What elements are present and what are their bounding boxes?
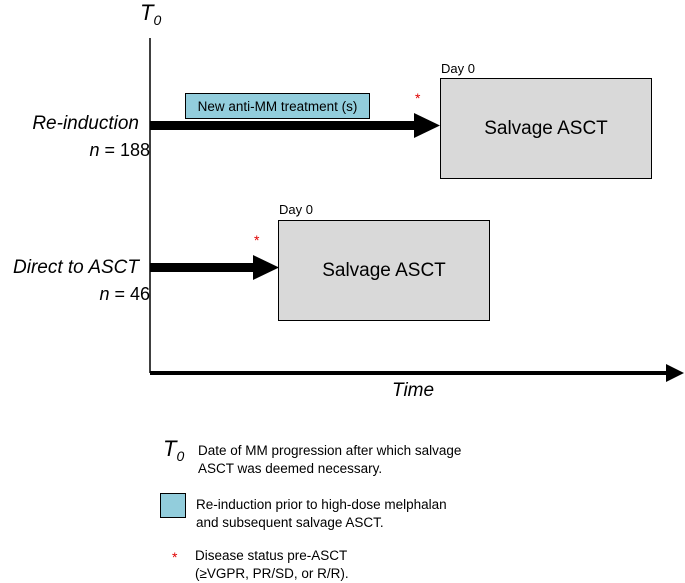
legend-star-line2: (≥VGPR, PR/SD, or R/R). (195, 566, 349, 581)
reinduction-arrow-shaft (150, 121, 416, 130)
legend-t0-subscript: 0 (176, 448, 185, 464)
reinduction-marker: * (415, 90, 421, 106)
t0-symbol: T (140, 0, 154, 25)
direct-n-value: = 46 (109, 284, 150, 304)
legend-swatch-line1: Re-induction prior to high-dose melphala… (196, 497, 447, 512)
legend-star-line1: Disease status pre-ASCT (195, 548, 348, 563)
reinduction-arrowhead (414, 113, 440, 138)
direct-n: n = 46 (99, 284, 150, 305)
x-axis-time-label: Time (392, 380, 435, 401)
y-axis-t0-label: T0 (140, 0, 161, 28)
t0-subscript: 0 (153, 12, 162, 28)
direct-salvage-box: Salvage ASCT (278, 220, 490, 321)
legend-t0-text: Date of MM progression after which salva… (198, 442, 461, 478)
x-axis-arrowhead (666, 364, 684, 382)
treatment-box: New anti-MM treatment (s) (185, 93, 370, 119)
legend-t0-symbol: T0 (163, 436, 184, 464)
reinduction-day-label: Day 0 (441, 61, 475, 76)
legend-star-symbol: * (172, 549, 178, 565)
reinduction-n-value: = 188 (99, 140, 150, 160)
direct-arrowhead (253, 255, 279, 280)
legend-t0-line2: ASCT was deemed necessary. (198, 461, 383, 476)
legend-swatch-line2: and subsequent salvage ASCT. (196, 515, 384, 530)
direct-marker: * (254, 232, 260, 248)
legend-t0-line1: Date of MM progression after which salva… (198, 443, 462, 458)
legend-treatment-swatch (160, 493, 186, 518)
direct-n-prefix: n (99, 284, 110, 304)
legend-swatch-text: Re-induction prior to high-dose melphala… (196, 496, 447, 532)
reinduction-label: Re-induction (32, 113, 139, 134)
direct-day-label: Day 0 (279, 202, 313, 217)
reinduction-n: n = 188 (89, 140, 150, 161)
reinduction-n-prefix: n (89, 140, 100, 160)
legend-star-text: Disease status pre-ASCT (≥VGPR, PR/SD, o… (195, 547, 349, 583)
reinduction-salvage-box: Salvage ASCT (440, 78, 652, 179)
legend-t0-letter: T (163, 436, 177, 461)
direct-label: Direct to ASCT (13, 257, 139, 278)
direct-arrow-shaft (150, 263, 255, 272)
